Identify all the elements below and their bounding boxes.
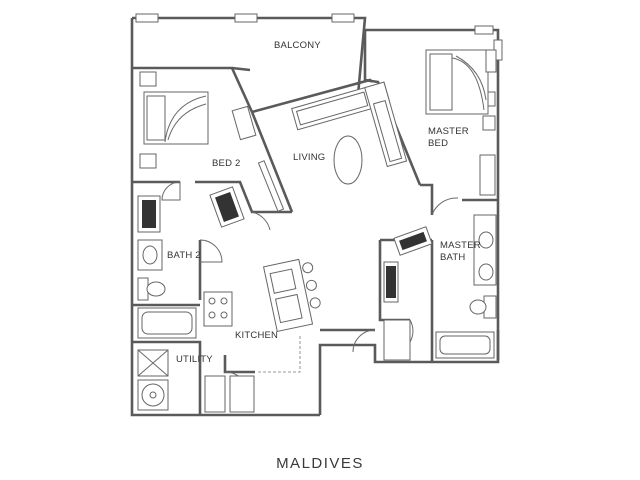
- outer-walls: [130, 16, 500, 417]
- label-master-bed-1: MASTER: [428, 126, 469, 137]
- label-master-bath-2: BATH: [440, 252, 465, 263]
- master-bath-fixtures: [383, 214, 497, 361]
- label-living: LIVING: [293, 152, 325, 163]
- plan-title: MALDIVES: [276, 455, 364, 472]
- living-coffee-table: [333, 135, 363, 185]
- utility-fixtures: [137, 349, 169, 411]
- bed2-closet: [137, 186, 245, 233]
- label-bed2: BED 2: [212, 158, 240, 169]
- bath2-fixtures: [137, 239, 197, 339]
- label-master-bed-2: BED: [428, 138, 448, 149]
- label-kitchen: KITCHEN: [235, 330, 278, 341]
- master-bed: [425, 49, 497, 115]
- label-master-bath-1: MASTER: [440, 240, 481, 251]
- living-sofa: [291, 81, 408, 168]
- label-bath2: BATH 2: [167, 250, 201, 261]
- sliding-doors: [231, 105, 285, 212]
- kitchen-fixtures: [203, 258, 321, 413]
- label-balcony: BALCONY: [274, 40, 321, 51]
- label-utility: UTILITY: [176, 354, 213, 365]
- master-closet: [383, 226, 433, 303]
- bed2-bed: [143, 91, 209, 145]
